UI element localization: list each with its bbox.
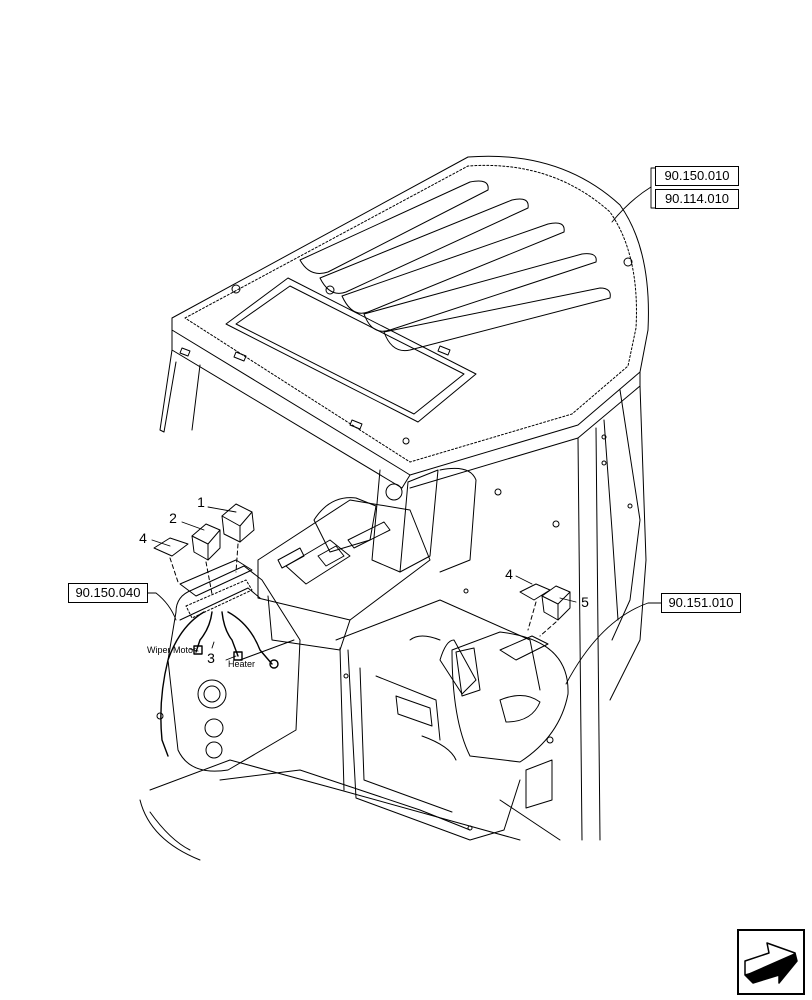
assembly-lines-right: [527, 601, 557, 637]
switch-item-1: [221, 503, 255, 543]
callout-item-4-left: 4: [139, 530, 147, 546]
cab-roof: [171, 155, 649, 489]
mount-plate-left: [179, 559, 253, 597]
next-page-arrow-icon[interactable]: [737, 929, 805, 995]
callout-item-4-right: 4: [505, 566, 513, 582]
wiring-harness: [160, 611, 279, 757]
ref-box-left-console[interactable]: 90.150.040: [68, 583, 148, 603]
left-console: [156, 565, 301, 772]
label-heater: Heater: [228, 659, 256, 669]
mount-plate-right: [499, 635, 549, 661]
label-wiper-motor: Wiper Motor: [147, 645, 197, 655]
cab-frame: [139, 349, 647, 861]
switch-item-5: [541, 585, 571, 621]
seat-console: [257, 497, 431, 651]
callout-item-3: 3: [207, 650, 215, 666]
assembly-lines-left: [169, 543, 239, 595]
switch-item-2: [191, 523, 221, 561]
ref-box-cab-1[interactable]: 90.150.010: [655, 166, 739, 186]
callout-item-2: 2: [169, 510, 177, 526]
right-console: [335, 599, 569, 841]
ref-box-cab-2[interactable]: 90.114.010: [655, 189, 739, 209]
blank-cover-item-4-left: [153, 537, 189, 557]
callout-item-1: 1: [197, 494, 205, 510]
callout-item-5: 5: [581, 594, 589, 610]
blank-cover-item-4-right: [519, 583, 551, 601]
ref-box-right-console[interactable]: 90.151.010: [661, 593, 741, 613]
